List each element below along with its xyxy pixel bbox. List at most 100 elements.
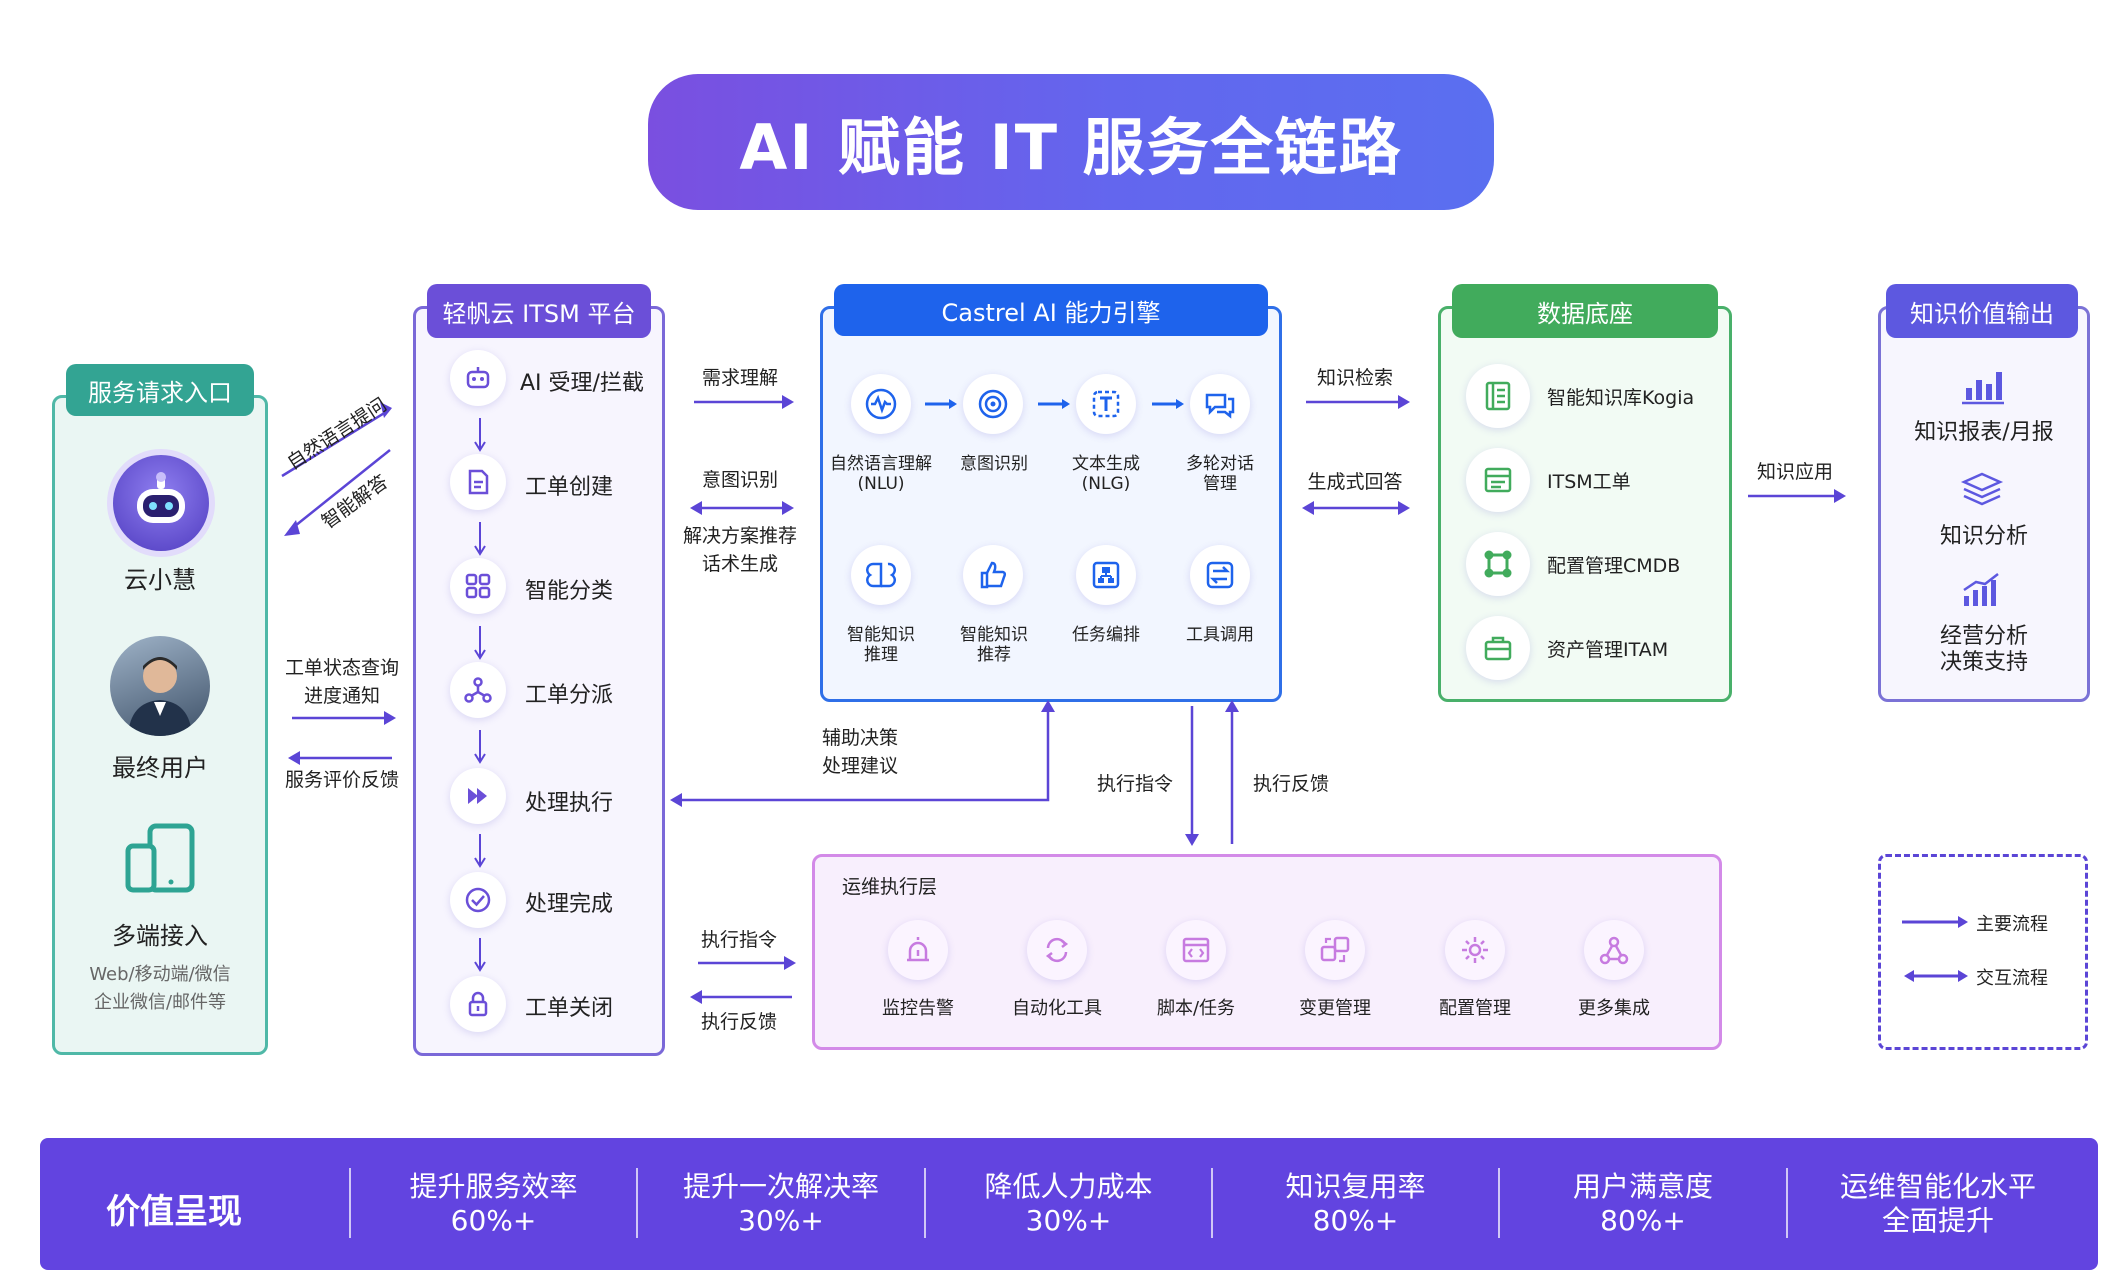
multi-sub-1: Web/移动端/微信 [89,964,231,985]
engine-r1-sub-1: (NLU) [857,474,905,494]
page-title: AI 赋能 IT 服务全链路 [648,74,1494,210]
data-item-1: 智能知识库Kogia [1547,387,1695,409]
user-avatar [110,636,210,736]
label-assist-2: 处理建议 [821,755,898,777]
ticket-icon [1466,448,1530,512]
engine-header: Castrel AI 能力引擎 [834,284,1268,336]
legend-main: 主要流程 [1976,914,2048,935]
legend-arrows [1902,916,1968,982]
value-name-6: 运维智能化水平 [1839,1170,2036,1203]
value-name-3: 降低人力成本 [984,1170,1153,1203]
label-intent: 意图识别 [701,469,778,491]
bot-name: 云小慧 [124,566,196,594]
tool-swap-icon [1190,545,1250,605]
value-name-4: 知识复用率 [1285,1170,1426,1203]
layers-icon [1960,470,2004,514]
ops-item-5: 配置管理 [1439,998,1511,1019]
itsm-step-1: AI 受理/拦截 [520,371,644,396]
value-bar: 价值呈现 提升服务效率 60%+ 提升一次解决率 30%+ 降低人力成本 30%… [40,1138,2098,1270]
ops-item-3: 脚本/任务 [1156,998,1236,1019]
cmdb-icon [1466,532,1530,596]
engine-r2-label-4: 工具调用 [1186,625,1254,645]
label-demand: 需求理解 [701,367,778,389]
trend-chart-icon [1960,570,2004,614]
multi-label: 多端接入 [112,922,208,950]
value-num-4: 80%+ [1312,1204,1399,1237]
itsm-step-3: 智能分类 [525,579,614,604]
knowledge-item-3: 经营分析 [1939,624,2028,649]
value-divider [349,1168,351,1238]
itsm-step-5: 处理执行 [525,791,614,816]
data-item-2: ITSM工单 [1547,471,1631,493]
fast-forward-step-icon [450,768,506,824]
data-header: 数据底座 [1452,284,1718,338]
brain-icon [851,545,911,605]
value-divider [924,1168,926,1238]
engine-r1-label-2: 意图识别 [960,454,1028,474]
engine-r2-label-1: 智能知识 [847,625,915,645]
knowledge-book-icon [1466,364,1530,428]
label-exec-cmd2: 执行指令 [700,929,777,951]
target-icon [963,374,1023,434]
itsm-header: 轻帆云 ITSM 平台 [427,284,651,338]
ops-item-1: 监控告警 [882,998,954,1019]
engine-r2-label-2: 智能知识 [960,625,1028,645]
value-divider [1498,1168,1500,1238]
automation-icon [1027,920,1087,980]
engine-r1-label-1: 自然语言理解 [830,454,932,474]
robot-step-icon [450,350,506,406]
label-exec-cmd: 执行指令 [1096,773,1173,795]
engine-r2-sub-1: 推理 [864,645,898,665]
value-num-5: 80%+ [1600,1204,1686,1237]
check-step-icon [450,872,506,928]
label-status-1: 工单状态查询 [284,657,399,679]
knowledge-item-1: 知识报表/月报 [1914,420,2054,445]
devices-icon [122,820,202,900]
engine-r1-label-3: 文本生成 [1072,454,1140,474]
legend-interactive: 交互流程 [1976,968,2048,989]
engine-panel [820,306,1282,702]
itsm-step-6: 处理完成 [525,892,614,917]
multi-sub-2: 企业微信/邮件等 [93,992,227,1013]
label-exec-fb2: 执行反馈 [700,1011,777,1033]
itsm-step-arrows [474,418,486,972]
label-kn-search: 知识检索 [1316,367,1393,389]
value-divider [1211,1168,1213,1238]
label-exec-fb: 执行反馈 [1252,773,1329,795]
label-feedback: 服务评价反馈 [284,769,399,791]
lock-step-icon [450,976,506,1032]
value-name-5: 用户满意度 [1572,1170,1713,1203]
label-kn-apply: 知识应用 [1756,461,1833,483]
engine-r2-sub-2: 推荐 [977,645,1011,665]
bot-avatar [113,455,209,551]
itsm-step-7: 工单关闭 [525,996,614,1021]
itsm-step-2: 工单创建 [525,475,614,500]
itsm-step-4: 工单分派 [525,683,614,708]
user-name: 最终用户 [112,754,208,782]
network-step-icon [450,662,506,718]
ops-item-6: 更多集成 [1578,998,1650,1019]
engine-row-arrows [925,399,1184,409]
value-num-1: 60%+ [450,1204,537,1237]
grid-step-icon [450,558,506,614]
integration-icon [1584,920,1644,980]
text-gen-icon [1076,374,1136,434]
engine-r1-label-4: 多轮对话 [1186,454,1254,474]
script-icon [1166,920,1226,980]
label-gen-answer: 生成式回答 [1307,471,1403,493]
knowledge-item-2: 知识分析 [1939,524,2028,549]
chat-bubbles-icon [1190,374,1250,434]
value-divider [636,1168,638,1238]
value-divider [1786,1168,1788,1238]
person-icon [128,657,192,736]
engine-r1-sub-3: (NLG) [1081,474,1131,494]
knowledge-header: 知识价值输出 [1886,284,2078,338]
data-item-4: 资产管理ITAM [1547,639,1669,661]
value-name-1: 提升服务效率 [409,1170,578,1203]
value-num-2: 30%+ [738,1204,824,1237]
workflow-icon [1076,545,1136,605]
config-gear-icon [1445,920,1505,980]
engine-r2-label-3: 任务编排 [1072,625,1140,645]
change-icon [1305,920,1365,980]
